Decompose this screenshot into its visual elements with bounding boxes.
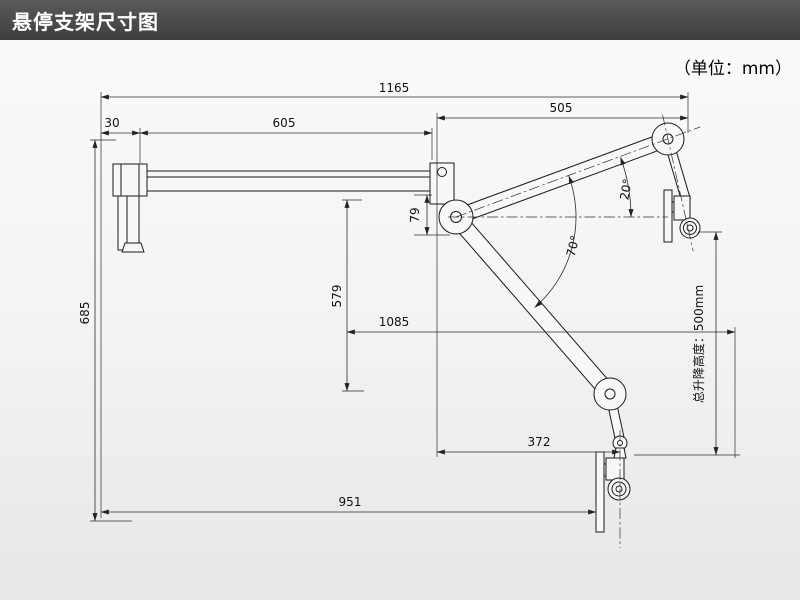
dim-label-70deg: 70° xyxy=(564,234,583,258)
dim-label-605: 605 xyxy=(273,116,296,130)
lower-arm xyxy=(449,211,617,401)
bottom-mount xyxy=(595,447,631,533)
dim-label-1085: 1085 xyxy=(379,315,410,329)
lift-height-label: 总升降高度：500mm xyxy=(691,285,706,403)
upper-arm-axis-line xyxy=(455,126,701,218)
upper-mount-axis-line xyxy=(662,114,694,252)
dimension-labels: 1165 30 605 505 79 579 685 1085 372 951 … xyxy=(78,81,706,509)
dimension-lines xyxy=(92,94,736,522)
dim-label-579: 579 xyxy=(330,285,344,308)
dim-arc-20deg xyxy=(620,156,634,218)
upper-mount xyxy=(663,189,701,243)
left-mount-plate xyxy=(112,163,148,253)
dim-label-951: 951 xyxy=(339,495,362,509)
title-bar: 悬停支架尺寸图 xyxy=(0,0,800,40)
small-joint xyxy=(612,435,628,451)
dim-label-505: 505 xyxy=(550,101,573,115)
dim-label-685: 685 xyxy=(78,302,92,325)
horizontal-arm xyxy=(146,170,433,192)
dim-arc-70deg xyxy=(534,175,577,308)
unit-note: （单位：mm） xyxy=(673,59,792,79)
lower-joint xyxy=(593,377,627,411)
dim-label-30: 30 xyxy=(104,116,119,130)
dim-label-1165: 1165 xyxy=(379,81,410,95)
extension-lines xyxy=(90,92,740,522)
dim-label-79: 79 xyxy=(408,207,422,222)
page-title: 悬停支架尺寸图 xyxy=(12,9,159,34)
joint-block xyxy=(429,162,455,205)
dim-label-372: 372 xyxy=(528,435,551,449)
dim-label-20deg: 20° xyxy=(617,178,634,201)
